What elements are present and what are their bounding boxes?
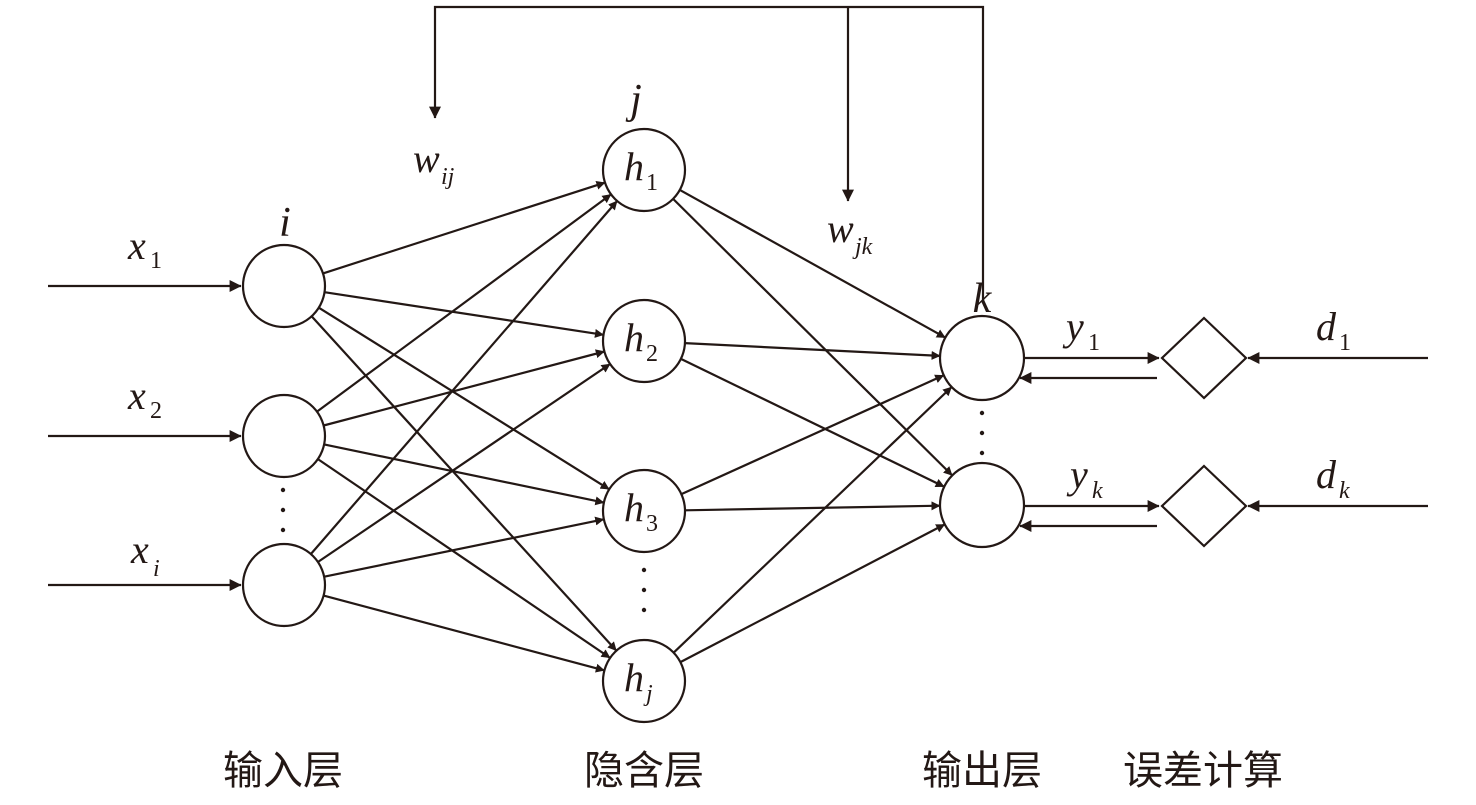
svg-text:d: d	[1316, 304, 1337, 349]
svg-text:1: 1	[1339, 330, 1351, 356]
input-hidden-edge-1-4	[310, 315, 618, 652]
svg-text:j: j	[643, 681, 653, 707]
output-node-k	[938, 461, 1026, 549]
input-node-i	[241, 542, 327, 628]
hidden-layer-caption: 隐含层	[584, 748, 704, 794]
svg-text:jk: jk	[852, 234, 873, 260]
svg-text:x: x	[127, 373, 146, 418]
input-hidden-edge-3-1	[310, 200, 618, 555]
svg-text:k: k	[1339, 478, 1350, 504]
svg-text:h: h	[624, 144, 644, 189]
input-hidden-edge-2-4	[317, 458, 611, 659]
index-j-label: j	[625, 77, 642, 123]
output-error-arrows	[1019, 352, 1428, 532]
weight-label-wjk: w jk	[827, 206, 873, 260]
input-ellipsis	[280, 487, 286, 533]
svg-text:y: y	[1062, 304, 1084, 349]
weight-label-wij: w ij	[413, 136, 455, 190]
svg-text:w: w	[413, 136, 440, 181]
hidden-label-3: h 3	[624, 485, 658, 537]
target-label-dk: d k	[1316, 452, 1350, 504]
hidden-output-edge-3-1	[680, 374, 945, 496]
svg-text:ij: ij	[441, 164, 455, 190]
svg-text:x: x	[130, 527, 149, 572]
feedback-to-wij	[429, 5, 985, 302]
svg-text:w: w	[827, 206, 854, 251]
input-hidden-edge-1-1	[322, 180, 606, 275]
error-diamond-k	[1160, 464, 1248, 548]
svg-text:2: 2	[150, 398, 162, 424]
output-label-y1: y 1	[1062, 304, 1100, 356]
error-calc-caption: 误差计算	[1123, 748, 1283, 794]
svg-text:h: h	[624, 655, 644, 700]
connection-edges	[310, 180, 953, 673]
svg-text:y: y	[1066, 452, 1088, 497]
hidden-output-edge-4-2	[679, 523, 946, 664]
input-hidden-edge-2-2	[323, 349, 605, 427]
output-layer-nodes	[938, 314, 1026, 549]
svg-text:3: 3	[646, 511, 658, 537]
hidden-node-3	[601, 468, 687, 554]
target-label-d1: d 1	[1316, 304, 1351, 356]
ellipsis-dots	[280, 410, 985, 613]
hidden-layer-nodes	[601, 127, 687, 724]
input-node-1	[241, 243, 327, 329]
hidden-output-edge-1-2	[672, 198, 953, 477]
svg-text:k: k	[1092, 478, 1103, 504]
input-hidden-edge-3-4	[323, 594, 605, 673]
hidden-node-1	[601, 127, 687, 213]
error-diamond-1	[1160, 316, 1248, 400]
svg-text:1: 1	[1088, 330, 1100, 356]
svg-text:1: 1	[150, 248, 162, 274]
hidden-node-j	[601, 638, 687, 724]
input-node-2	[241, 393, 327, 479]
hidden-label-j: h j	[624, 655, 653, 707]
hidden-output-edge-4-1	[672, 386, 953, 654]
input-hidden-edge-3-3	[323, 516, 605, 578]
hidden-output-edge-2-2	[680, 357, 945, 488]
input-hidden-edge-1-3	[318, 306, 610, 491]
input-layer-caption: 输入层	[223, 748, 343, 794]
svg-text:i: i	[153, 556, 160, 582]
error-comparators	[1160, 316, 1248, 548]
output-label-yk: y k	[1066, 452, 1103, 504]
hidden-output-edge-2-1	[684, 342, 941, 360]
output-ellipsis	[979, 410, 985, 456]
svg-text:h: h	[624, 315, 644, 360]
hidden-output-edge-1-1	[679, 188, 946, 339]
output-node-1	[938, 314, 1026, 402]
hidden-ellipsis	[641, 567, 647, 613]
input-arrows	[48, 280, 242, 591]
index-i-label: i	[279, 200, 291, 246]
index-k-label: k	[973, 276, 993, 322]
input-label-i: x i	[130, 527, 160, 582]
hidden-label-1: h 1	[624, 144, 658, 196]
input-hidden-edge-1-2	[324, 291, 604, 338]
input-label-1: x 1	[127, 223, 162, 274]
hidden-label-2: h 2	[624, 315, 658, 367]
input-layer-nodes	[241, 243, 327, 628]
output-layer-caption: 输出层	[922, 748, 1042, 794]
svg-text:d: d	[1316, 452, 1337, 497]
hidden-node-2	[601, 298, 687, 384]
svg-text:h: h	[624, 485, 644, 530]
feedback-paths	[429, 5, 985, 302]
svg-text:1: 1	[646, 170, 658, 196]
input-hidden-edge-2-1	[316, 193, 612, 413]
input-label-2: x 2	[127, 373, 162, 424]
svg-text:2: 2	[646, 341, 658, 367]
input-hidden-edge-3-2	[317, 363, 611, 563]
input-hidden-edge-2-3	[323, 443, 605, 506]
hidden-output-edge-3-2	[684, 501, 941, 512]
svg-text:x: x	[127, 223, 146, 268]
